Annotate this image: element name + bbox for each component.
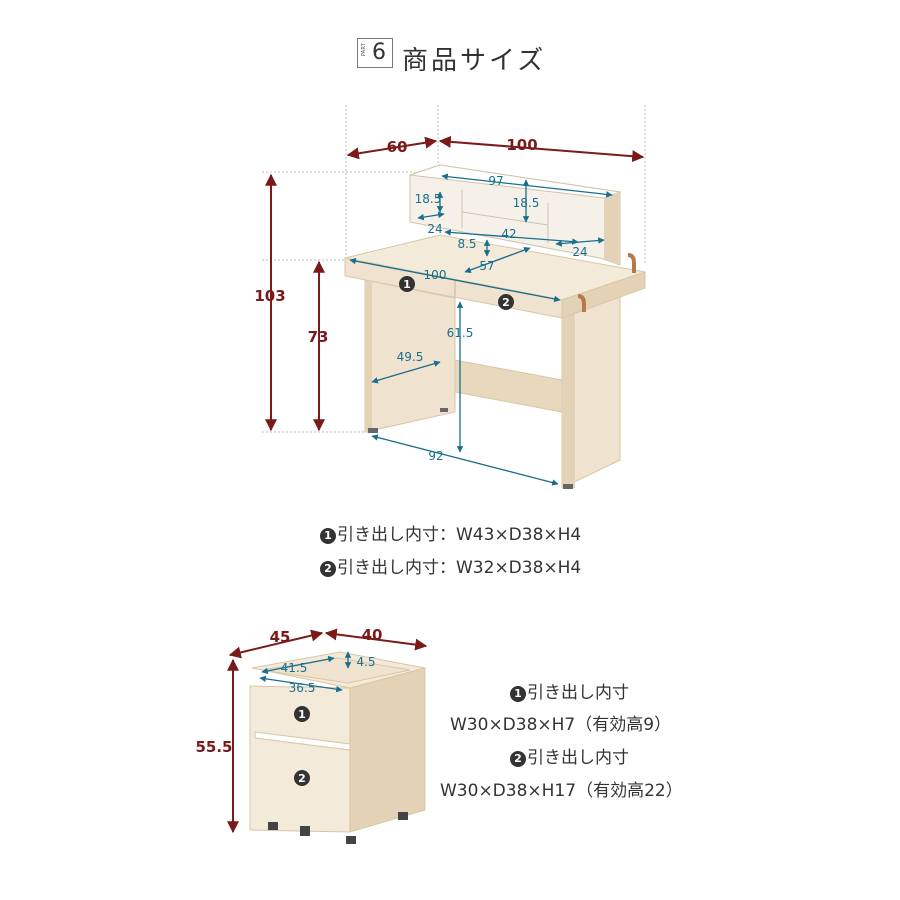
desk-dim-18-5-center: 18.5	[513, 196, 540, 210]
desk-dim-100: 100	[506, 136, 537, 154]
desk-dim-24-right: 24	[572, 245, 587, 259]
desk-dim-92: 92	[428, 449, 443, 463]
desk-spec-2-marker: 2	[320, 561, 336, 577]
part-number: 6	[372, 40, 386, 65]
desk-dim-24-left: 24	[427, 222, 442, 236]
desk-dim-42: 42	[501, 227, 516, 241]
wagon-dim-4-5: 4.5	[356, 655, 375, 669]
desk-outer-dimension-lines	[265, 135, 645, 432]
desk-dim-60: 60	[387, 138, 408, 156]
wagon-marker-2: 2	[298, 772, 306, 785]
wagon-dim-41-5: 41.5	[281, 661, 308, 675]
wagon-outer-dimension-lines	[227, 628, 428, 834]
desk-dim-49-5: 49.5	[397, 350, 424, 364]
page-title: 商品サイズ	[402, 46, 547, 76]
desk-spec-1-marker: 1	[320, 528, 336, 544]
desk-spec-1-text: 引き出し内寸：W43×D38×H4	[337, 525, 582, 545]
wagon-spec-2-line1: 引き出し内寸	[527, 748, 629, 768]
desk-marker-2: 2	[502, 296, 510, 309]
desk-dim-97: 97	[488, 174, 503, 188]
wagon-spec-1-values: W30×D38×H7（有効高9）	[450, 715, 672, 735]
desk-dim-100-top: 100	[424, 268, 447, 282]
wagon-dim-40: 40	[362, 626, 383, 644]
desk-dim-57: 57	[479, 259, 494, 273]
page-header: PART 6 商品サイズ	[0, 34, 900, 76]
wagon-spec-2-marker: 2	[510, 751, 526, 767]
desk-dim-61-5: 61.5	[447, 326, 474, 340]
wagon-inner-dimension-lines	[259, 651, 352, 693]
desk-dim-103: 103	[254, 287, 285, 305]
desk-dim-8-5: 8.5	[457, 237, 476, 251]
desk-guide-lines	[262, 105, 646, 433]
wagon-shape	[249, 651, 426, 844]
wagon-marker-1: 1	[298, 708, 306, 721]
wagon-spec-1-marker: 1	[510, 686, 526, 702]
wagon-dim-36-5: 36.5	[289, 681, 316, 695]
wagon-dim-45: 45	[270, 628, 291, 646]
wagon-spec-1-line1: 引き出し内寸	[527, 683, 629, 703]
desk-dim-18-5-left: 18.5	[415, 192, 442, 206]
wagon-dim-55-5: 55.5	[195, 738, 232, 756]
desk-dim-73: 73	[308, 328, 329, 346]
part-badge: PART 6	[357, 38, 393, 68]
desk-inner-dimension-lines	[349, 173, 613, 486]
wagon-drawer-markers: 1 2	[294, 706, 310, 786]
desk-spec-2-text: 引き出し内寸：W32×D38×H4	[337, 558, 582, 578]
desk-marker-1: 1	[403, 278, 411, 291]
wagon-spec-2-values: W30×D38×H17（有効高22）	[440, 781, 683, 801]
